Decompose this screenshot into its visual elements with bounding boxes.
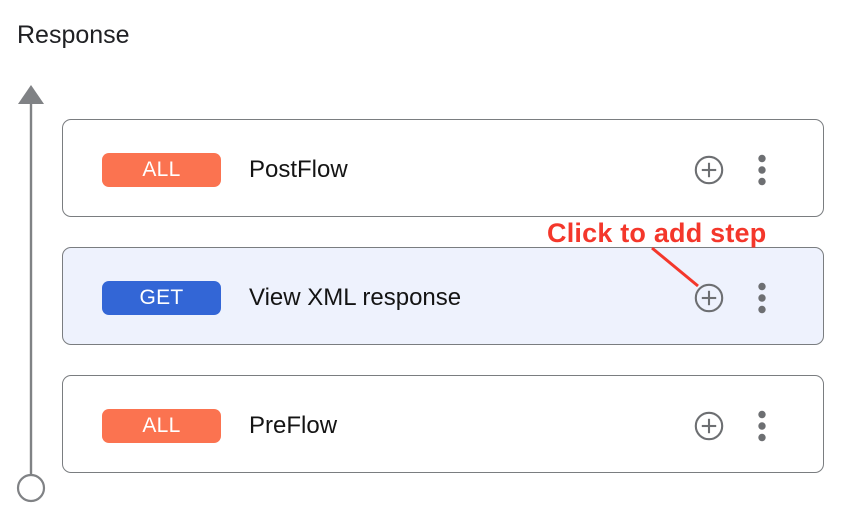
flow-step-label: PostFlow xyxy=(249,156,348,183)
flow-step-row-selected[interactable]: GET View XML response xyxy=(62,247,824,345)
add-step-button[interactable] xyxy=(694,411,724,441)
http-verb-badge: ALL xyxy=(102,409,221,443)
flow-step-label: PreFlow xyxy=(249,412,338,439)
row-overflow-menu-button[interactable] xyxy=(754,409,770,443)
circle-endpoint-icon xyxy=(16,473,46,503)
row-overflow-menu-button[interactable] xyxy=(754,281,770,315)
page-title: Response xyxy=(17,21,130,49)
flow-direction-axis xyxy=(8,82,56,508)
callout-label: Click to add step xyxy=(547,218,767,248)
add-step-button[interactable] xyxy=(694,155,724,185)
plus-circle-icon xyxy=(694,155,724,185)
plus-circle-icon xyxy=(694,411,724,441)
more-vertical-icon xyxy=(758,282,766,314)
arrow-up-icon xyxy=(18,85,44,104)
http-verb-badge: GET xyxy=(102,281,221,315)
flow-step-label: View XML response xyxy=(249,284,462,311)
add-step-button[interactable] xyxy=(694,283,724,313)
row-overflow-menu-button[interactable] xyxy=(754,153,770,187)
flow-step-row[interactable]: ALL PostFlow xyxy=(62,119,824,217)
plus-circle-icon xyxy=(694,283,724,313)
more-vertical-icon xyxy=(758,154,766,186)
more-vertical-icon xyxy=(758,410,766,442)
flow-step-row[interactable]: ALL PreFlow xyxy=(62,375,824,473)
http-verb-badge: ALL xyxy=(102,153,221,187)
flow-axis-graphic xyxy=(16,85,46,503)
